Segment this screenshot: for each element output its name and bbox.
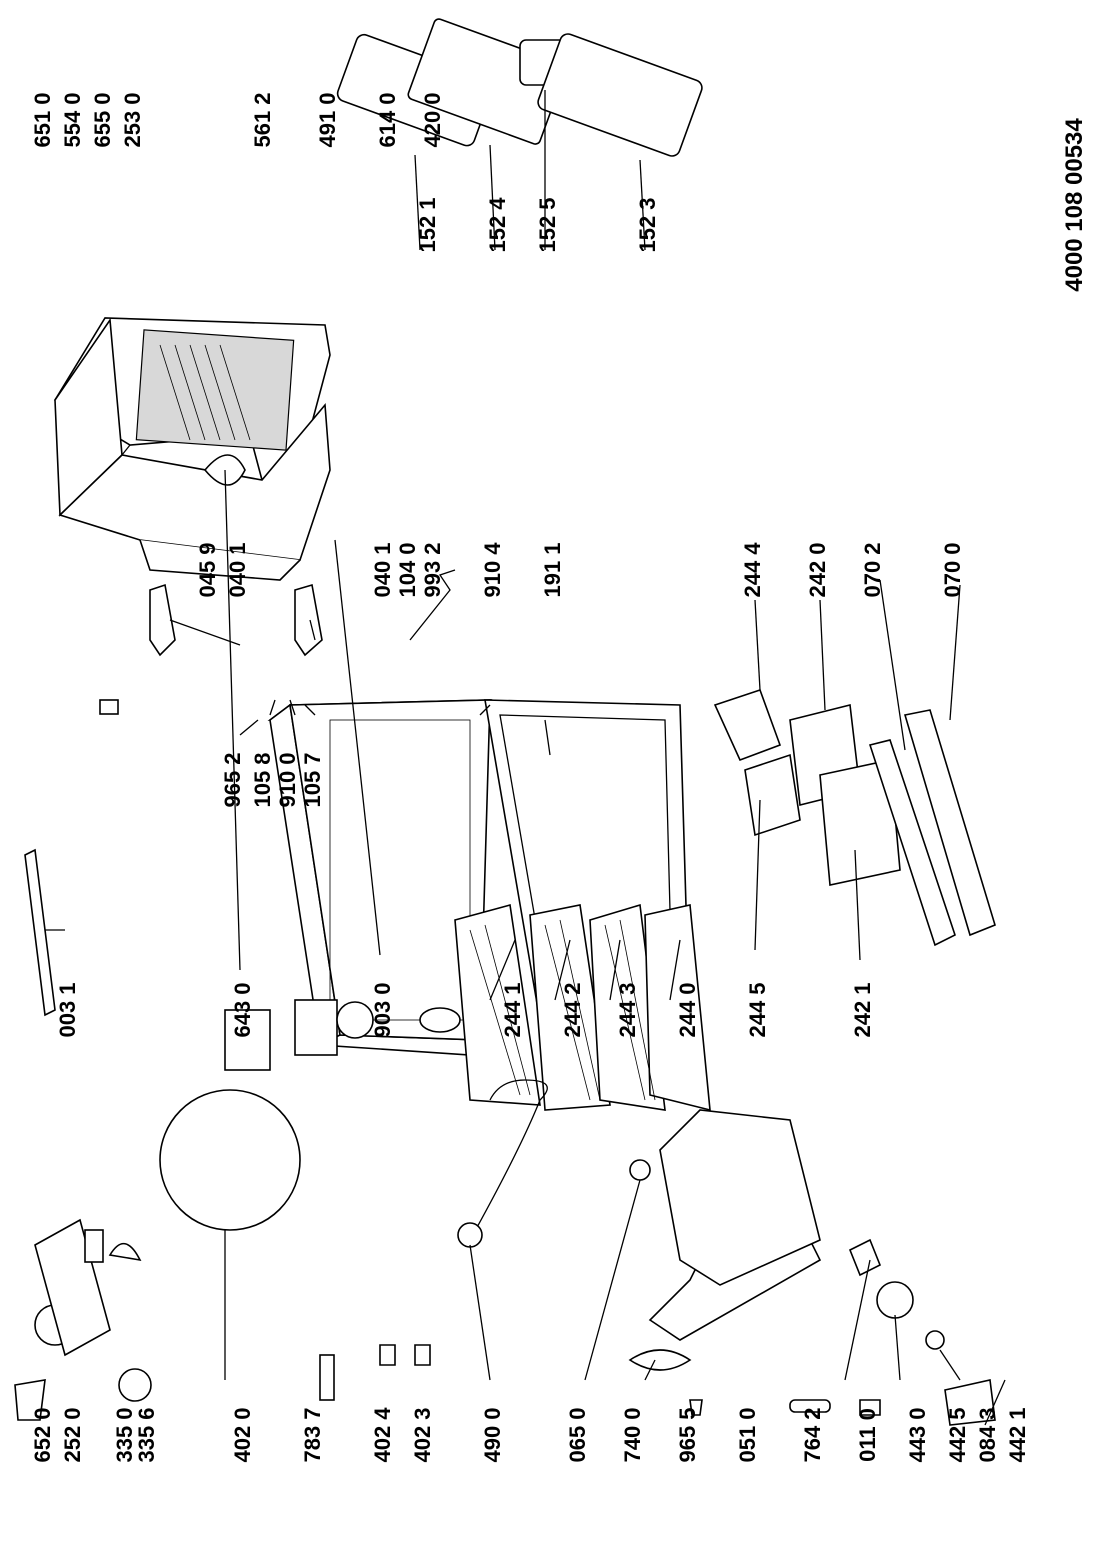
- mount-plate-drawing: [944, 1379, 996, 1426]
- screw-drawing: [689, 1399, 703, 1416]
- label-740-0: 740 0: [620, 1407, 645, 1462]
- label-244-4: 244 4: [740, 542, 765, 598]
- label-643-0: 643 0: [230, 982, 255, 1037]
- label-993-2: 993 2: [420, 542, 445, 597]
- label-244-5: 244 5: [745, 982, 770, 1037]
- label-443-0: 443 0: [905, 1407, 930, 1462]
- label-490-0: 490 0: [480, 1407, 505, 1462]
- label-152-4: 152 4: [485, 197, 510, 253]
- cabinet-drawing: [53, 317, 331, 581]
- balcony-1523-drawing: [537, 33, 703, 157]
- compressor-drawing: [159, 1089, 301, 1231]
- clip-4024-drawing: [379, 1344, 396, 1366]
- label-003-1: 003 1: [55, 982, 80, 1037]
- label-402-3: 402 3: [410, 1407, 435, 1462]
- label-442-1: 442 1: [1005, 1407, 1030, 1462]
- drier-drawing: [789, 1399, 831, 1413]
- cover-narrow-drawing: [868, 739, 956, 947]
- base-tray-drawing: [659, 1109, 821, 1286]
- label-242-1: 242 1: [850, 982, 875, 1037]
- label-105-7: 105 7: [300, 752, 325, 807]
- condenser-coil-drawing: [628, 1349, 692, 1371]
- label-070-0: 070 0: [940, 542, 965, 597]
- capacitor-drawing: [419, 1007, 461, 1033]
- overload-drawing: [336, 1001, 374, 1039]
- cable-drawing: [409, 569, 456, 641]
- shelves-drawing: [454, 903, 711, 1112]
- hinge-top-drawing: [149, 583, 176, 657]
- label-554-0: 554 0: [60, 92, 85, 147]
- label-152-5: 152 5: [535, 197, 560, 252]
- label-783-7: 783 7: [300, 1407, 325, 1462]
- lamp-holder-drawing: [84, 1229, 104, 1263]
- label-335-0: 335 0: [112, 1407, 137, 1462]
- label-253-0: 253 0: [120, 92, 145, 147]
- label-420-0: 420 0: [420, 92, 445, 147]
- plug-drawing: [457, 1222, 483, 1248]
- fan-bracket-drawing: [629, 1159, 651, 1181]
- bracket-left-drawing: [744, 753, 801, 837]
- label-040-1-top: 040 1: [225, 542, 250, 597]
- label-655-0: 655 0: [90, 92, 115, 147]
- pin-drawing: [99, 699, 119, 715]
- lamp-housing-drawing: [34, 1218, 111, 1357]
- cover-wide-drawing: [903, 709, 996, 937]
- label-070-2: 070 2: [860, 542, 885, 597]
- label-244-2: 244 2: [560, 982, 585, 1037]
- label-244-1: 244 1: [500, 982, 525, 1037]
- crisper-large-drawing: [819, 759, 901, 886]
- leader-lines: [45, 90, 1006, 1426]
- label-252-0: 252 0: [60, 1407, 85, 1462]
- part-labels: 651 0 554 0 655 0 253 0 561 2 491 0 614 …: [30, 92, 1030, 1462]
- label-105-8: 105 8: [250, 752, 275, 807]
- pipe-drawing: [319, 1354, 335, 1401]
- lamp-cover-drawing: [108, 1242, 142, 1262]
- valve-drawing: [848, 1238, 882, 1277]
- spring-drawing: [859, 1399, 881, 1416]
- label-614-0: 614 0: [375, 92, 400, 147]
- hinge-bottom-drawing: [294, 583, 323, 657]
- label-335-6: 335 6: [134, 1407, 159, 1462]
- label-965-5: 965 5: [675, 1407, 700, 1462]
- top-strip-drawing: [24, 848, 56, 1017]
- label-191-1: 191 1: [540, 542, 565, 597]
- label-244-3: 244 3: [615, 982, 640, 1037]
- bracket-right-drawing: [713, 688, 782, 762]
- label-152-1: 152 1: [415, 197, 440, 252]
- label-065-0: 065 0: [565, 1407, 590, 1462]
- label-244-0: 244 0: [675, 982, 700, 1037]
- capacitor-box-drawing: [294, 999, 338, 1056]
- grommet-drawing: [925, 1330, 945, 1350]
- label-040-1-bottom: 040 1: [370, 542, 395, 597]
- knob-drawing: [118, 1368, 152, 1402]
- label-152-3: 152 3: [635, 197, 660, 252]
- label-651-0: 651 0: [30, 92, 55, 147]
- label-910-0: 910 0: [275, 752, 300, 807]
- thermostat-switch-drawing: [876, 1281, 914, 1319]
- label-051-0: 051 0: [735, 1407, 760, 1462]
- label-764-2: 764 2: [800, 1407, 825, 1462]
- relay-drawing: [224, 1009, 271, 1071]
- label-910-4: 910 4: [480, 542, 505, 598]
- label-491-0: 491 0: [315, 92, 340, 147]
- label-402-4: 402 4: [370, 1407, 395, 1463]
- label-084-3: 084 3: [975, 1407, 1000, 1462]
- label-402-0: 402 0: [230, 1407, 255, 1462]
- part-drawings: [14, 18, 996, 1426]
- label-652-0: 652 0: [30, 1407, 55, 1462]
- label-442-5: 442 5: [945, 1407, 970, 1462]
- label-045-9: 045 9: [195, 542, 220, 597]
- label-561-2: 561 2: [250, 92, 275, 147]
- clip-4023-drawing: [414, 1344, 431, 1366]
- label-965-2: 965 2: [220, 752, 245, 807]
- label-242-0: 242 0: [805, 542, 830, 597]
- label-104-0: 104 0: [395, 542, 420, 597]
- document-number: 4000 108 00534: [1061, 118, 1088, 292]
- label-011-0: 011 0: [855, 1408, 880, 1462]
- power-cord-drawing: [469, 1079, 548, 1241]
- label-903-0: 903 0: [370, 982, 395, 1037]
- thermostat-drawing: [14, 1379, 46, 1421]
